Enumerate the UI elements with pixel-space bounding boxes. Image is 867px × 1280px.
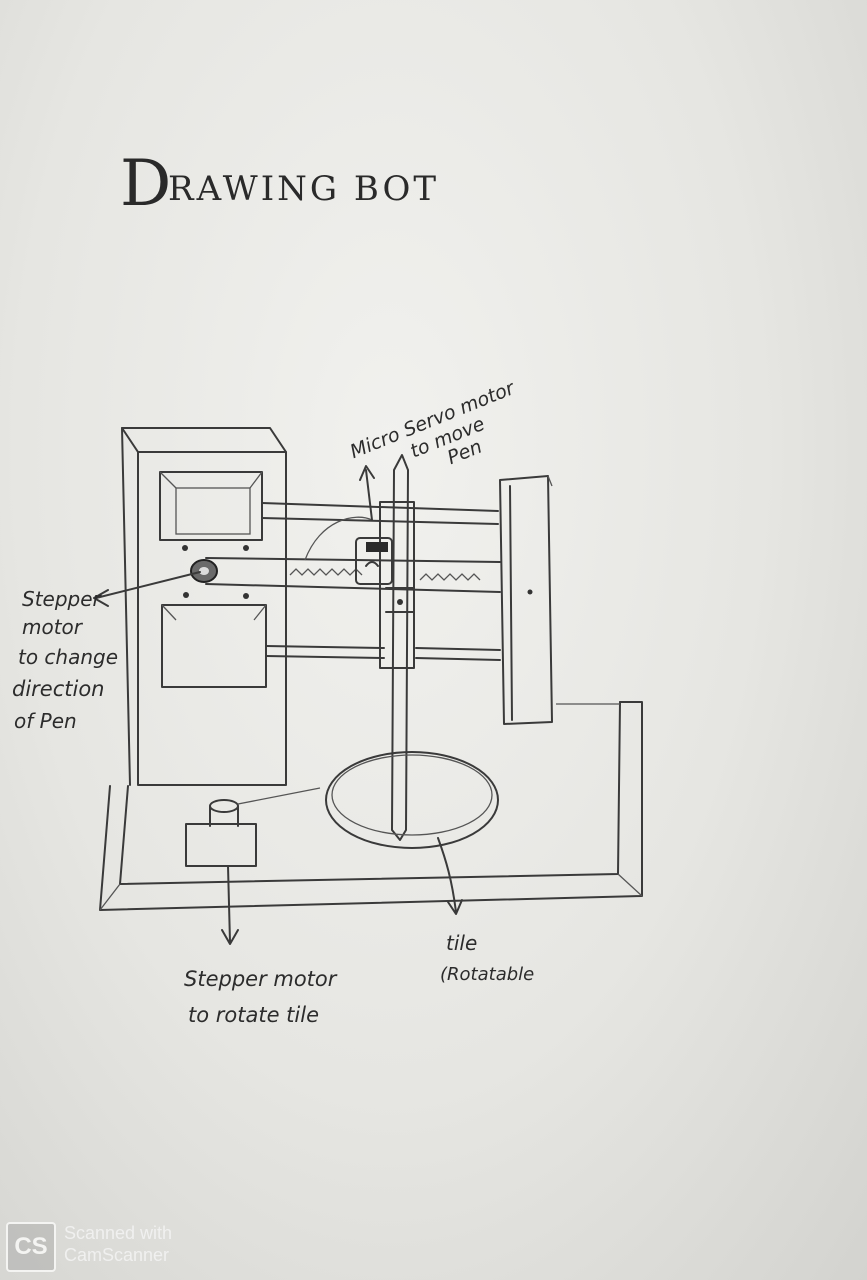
direction-stepper-pulley <box>191 560 217 582</box>
rotate-label-line-1: Stepper motor <box>184 967 338 991</box>
scanner-watermark: CS Scanned with CamScanner <box>6 1222 236 1272</box>
sketch-title: RAWING BOT <box>168 169 439 209</box>
rotate-stepper-motor <box>186 788 320 866</box>
watermark-line-2: CamScanner <box>64 1244 234 1266</box>
right-post <box>500 476 552 724</box>
tile-label: tile (Rotatable <box>440 931 534 985</box>
rotate-label-line-2: to rotate tile <box>188 1003 319 1027</box>
direction-label-line-3: to change <box>18 645 118 669</box>
direction-label-line-4: direction <box>12 677 105 701</box>
servo-motor <box>305 466 392 584</box>
pen <box>392 455 408 840</box>
servo-label: Micro Servo motor to move Pen <box>347 377 534 502</box>
scanner-logo: CS <box>6 1222 56 1272</box>
tile-label-line-2: (Rotatable <box>440 964 534 985</box>
tile-label-line-1: tile <box>446 931 477 955</box>
direction-label-line-2: motor <box>22 615 84 639</box>
rotatable-tile <box>326 752 498 848</box>
direction-stepper-label: Stepper motor to change direction of Pen <box>12 587 118 733</box>
lower-panel <box>162 605 266 687</box>
watermark-line-1: Scanned with <box>64 1222 234 1244</box>
upper-panel <box>160 472 262 540</box>
pen-carriage <box>380 455 414 840</box>
base-platform <box>100 702 642 910</box>
direction-label-line-5: of Pen <box>14 709 77 733</box>
rotate-stepper-label: Stepper motor to rotate tile <box>184 967 338 1027</box>
left-housing <box>122 428 286 785</box>
title-first-letter: D <box>120 147 171 221</box>
scanner-watermark-text: Scanned with CamScanner <box>64 1222 234 1266</box>
direction-label-line-1: Stepper <box>22 587 103 611</box>
